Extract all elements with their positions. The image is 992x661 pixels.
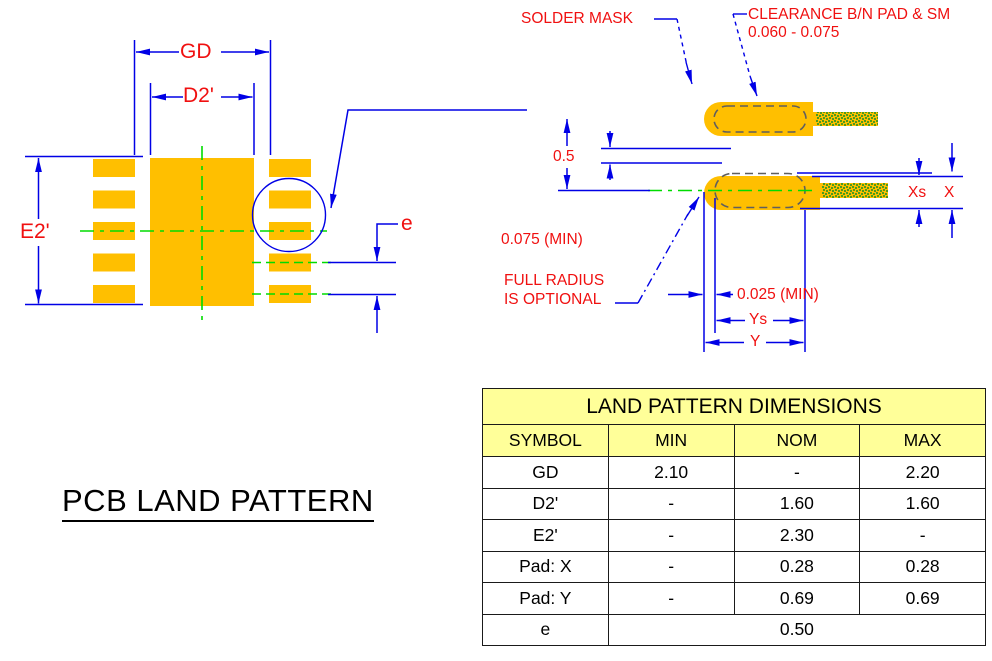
dim-label-0075: 0.075 (MIN): [501, 231, 583, 248]
cell-min: -: [607, 550, 735, 583]
table-row: D2' - 1.60 1.60: [482, 487, 986, 520]
cell-symbol: e: [482, 613, 609, 646]
cell-symbol: D2': [482, 487, 609, 520]
col-header-min: MIN: [607, 424, 735, 457]
cell-symbol: Pad: Y: [482, 582, 609, 615]
cell-nom: 1.60: [733, 487, 861, 520]
col-header-symbol: SYMBOL: [482, 424, 609, 457]
traces: [810, 112, 888, 198]
table-row: Pad: X - 0.28 0.28: [482, 550, 986, 583]
solder-mask-label: SOLDER MASK: [521, 10, 633, 27]
col-header-nom: NOM: [733, 424, 861, 457]
detail-callout-circle: [251, 177, 327, 253]
cell-min: 2.10: [607, 456, 735, 489]
lead-footprint-outlines: [713, 105, 807, 209]
table-header-row: SYMBOL MIN NOM MAX: [482, 424, 986, 457]
dim-label-ys: Ys: [749, 311, 768, 328]
detail-dimensions: [558, 119, 963, 352]
cell-symbol: E2': [482, 519, 609, 552]
dim-label-0025: 0.025 (MIN): [737, 286, 819, 303]
land-pattern-dimensions-table: LAND PATTERN DIMENSIONS SYMBOL MIN NOM M…: [482, 388, 987, 646]
cell-nom: -: [733, 456, 861, 489]
dim-label-d2: D2': [183, 84, 214, 107]
cell-symbol: GD: [482, 456, 609, 489]
table-title-row: LAND PATTERN DIMENSIONS: [482, 388, 986, 425]
detail-leader-line: [330, 109, 527, 209]
cell-max: 1.60: [859, 487, 986, 520]
dim-label-y: Y: [750, 333, 761, 350]
cell-max: 0.28: [859, 550, 986, 583]
cell-symbol: Pad: X: [482, 550, 609, 583]
left-dimensions: [25, 40, 527, 333]
dim-label-xs: Xs: [908, 184, 927, 201]
cell-merged-value: 0.50: [607, 613, 987, 646]
cell-max: 2.20: [859, 456, 986, 489]
clearance-label-line1: CLEARANCE B/N PAD & SM: [748, 6, 951, 23]
cell-min: -: [607, 582, 735, 615]
table-row: e 0.50: [482, 613, 987, 646]
dim-label-05: 0.5: [551, 148, 577, 166]
side-pads: [93, 159, 311, 303]
solder-mask-detail-view: [558, 13, 963, 352]
dim-label-gd: GD: [180, 40, 212, 63]
clearance-label-line2: 0.060 - 0.075: [748, 24, 840, 41]
detail-pads: [704, 102, 820, 210]
cell-nom: 2.30: [733, 519, 861, 552]
cell-min: -: [607, 519, 735, 552]
cell-max: 0.69: [859, 582, 986, 615]
centerlines: [80, 146, 332, 325]
col-header-max: MAX: [859, 424, 986, 457]
table-row: Pad: Y - 0.69 0.69: [482, 582, 986, 615]
cell-min: -: [607, 487, 735, 520]
cell-max: -: [859, 519, 986, 552]
dim-label-e: e: [401, 212, 413, 235]
cell-nom: 0.28: [733, 550, 861, 583]
full-radius-label-line1: FULL RADIUS: [504, 272, 605, 289]
dim-label-x: X: [944, 184, 955, 201]
cell-nom: 0.69: [733, 582, 861, 615]
land-pattern-diagram: [25, 40, 527, 333]
page-title: PCB LAND PATTERN: [62, 483, 374, 522]
table-row: GD 2.10 - 2.20: [482, 456, 986, 489]
dim-label-e2: E2': [20, 220, 50, 243]
table-title: LAND PATTERN DIMENSIONS: [482, 388, 986, 425]
full-radius-label-line2: IS OPTIONAL: [504, 291, 602, 308]
table-row: E2' - 2.30 -: [482, 519, 986, 552]
annotation-leaders: [615, 13, 758, 304]
